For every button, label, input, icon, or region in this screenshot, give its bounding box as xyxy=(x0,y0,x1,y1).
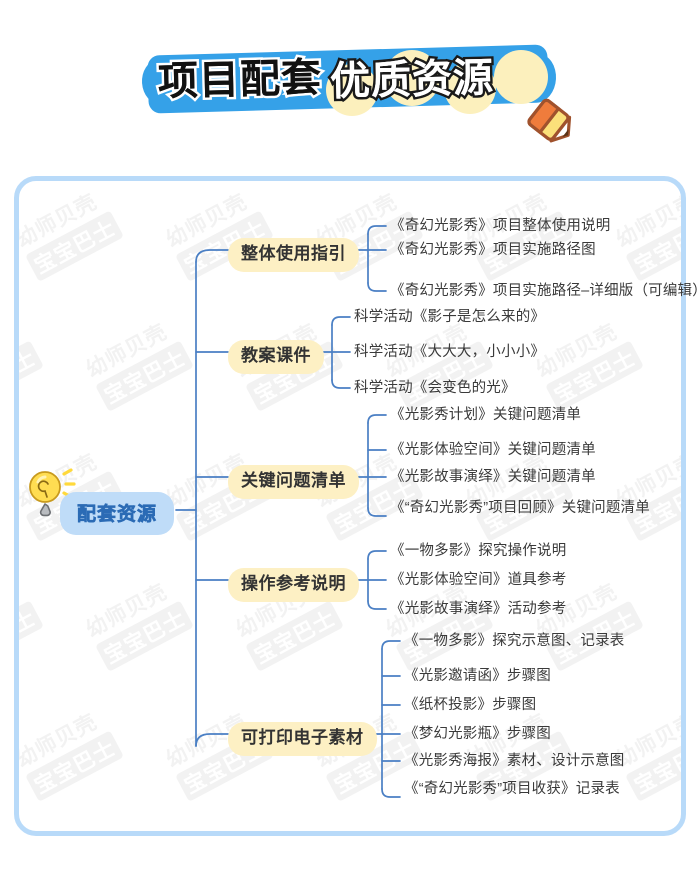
pencil-icon xyxy=(527,98,572,143)
leaf-item-4-4[interactable]: 《光影秀海报》素材、设计示意图 xyxy=(404,753,625,769)
leaf-item-0-1[interactable]: 《奇幻光影秀》项目实施路径图 xyxy=(390,242,596,258)
leaf-item-1-1[interactable]: 科学活动《大大大，小小小》 xyxy=(354,344,546,360)
title-yellow-circle xyxy=(326,64,378,116)
title-yellow-circle xyxy=(444,62,496,114)
watermark-mark: 幼师贝壳宝宝巴士 xyxy=(19,702,124,802)
branch-node-0[interactable]: 整体使用指引 xyxy=(228,238,359,272)
page-title-banner: 项目配套 项目配套 优质资源 优质资源 xyxy=(0,36,700,143)
leaf-item-3-0[interactable]: 《一物多影》探究操作说明 xyxy=(390,543,567,559)
mindmap-root-node[interactable]: 配套资源 xyxy=(60,492,175,535)
root-node-label: 配套资源 xyxy=(60,492,175,535)
leaf-item-4-3[interactable]: 《梦幻光影瓶》步骤图 xyxy=(404,726,551,742)
leaf-item-4-1[interactable]: 《光影邀请函》步骤图 xyxy=(404,668,551,684)
leaf-item-2-0[interactable]: 《光影秀计划》关键问题清单 xyxy=(390,407,582,423)
watermark-mark: 幼师贝壳宝宝巴士 xyxy=(610,182,681,282)
leaf-item-3-2[interactable]: 《光影故事演绎》活动参考 xyxy=(390,601,567,617)
leaf-item-0-0[interactable]: 《奇幻光影秀》项目整体使用说明 xyxy=(390,218,611,234)
leaf-item-4-5[interactable]: 《“奇幻光影秀”项目收获》记录表 xyxy=(404,781,620,797)
branch-node-1[interactable]: 教案课件 xyxy=(228,340,324,374)
watermark-mark: 幼师贝壳宝宝巴士 xyxy=(610,442,681,542)
watermark-mark: 幼师贝壳宝宝巴士 xyxy=(80,572,194,672)
title-yellow-circle xyxy=(494,50,548,104)
leaf-item-1-0[interactable]: 科学活动《影子是怎么来的》 xyxy=(354,309,546,325)
title-yellow-circle xyxy=(384,50,440,106)
leaf-item-4-0[interactable]: 《一物多影》探究示意图、记录表 xyxy=(404,633,625,649)
leaf-item-0-2[interactable]: 《奇幻光影秀》项目实施路径–详细版（可编辑） xyxy=(390,283,700,299)
lightbulb-icon xyxy=(29,468,76,517)
branch-node-2[interactable]: 关键问题清单 xyxy=(228,465,359,499)
leaf-item-2-1[interactable]: 《光影体验空间》关键问题清单 xyxy=(390,442,596,458)
leaf-item-1-2[interactable]: 科学活动《会变色的光》 xyxy=(354,380,516,396)
page-title-primary: 项目配套 xyxy=(157,56,323,104)
branch-node-4[interactable]: 可打印电子素材 xyxy=(228,722,377,756)
watermark-mark: 幼师贝壳宝宝巴士 xyxy=(80,312,194,412)
leaf-item-2-3[interactable]: 《“奇幻光影秀”项目回顾》关键问题清单 xyxy=(390,500,650,516)
watermark-mark: 幼师贝壳宝宝巴士 xyxy=(530,312,644,412)
leaf-item-3-1[interactable]: 《光影体验空间》道具参考 xyxy=(390,572,567,588)
page-title-accent: 优质资源 xyxy=(329,56,495,104)
leaf-item-4-2[interactable]: 《纸杯投影》步骤图 xyxy=(404,697,537,713)
watermark-mark: 幼师贝壳宝宝巴士 xyxy=(19,182,124,282)
leaf-item-2-2[interactable]: 《光影故事演绎》关键问题清单 xyxy=(390,469,596,485)
branch-node-3[interactable]: 操作参考说明 xyxy=(228,568,359,602)
